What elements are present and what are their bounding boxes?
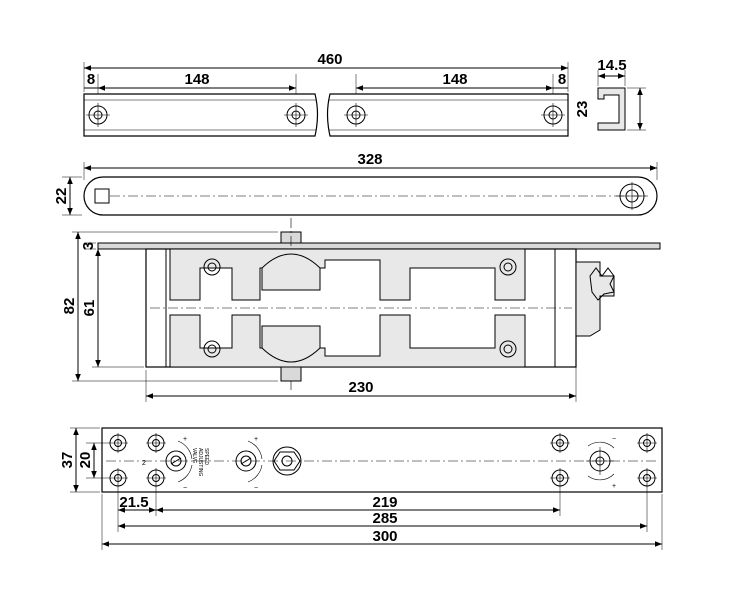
cover-height-label: 22 — [53, 188, 70, 205]
body-height-label: 61 — [81, 300, 98, 317]
minus-sign: − — [183, 485, 187, 492]
hole-span-label: 219 — [372, 494, 397, 511]
base-height-outer-label: 37 — [59, 452, 76, 469]
mount-hole-icon — [146, 468, 166, 488]
base-plate — [101, 427, 663, 493]
rail-profile-view: 14.5 23 — [574, 57, 646, 131]
inner-span-label: 285 — [372, 510, 397, 527]
rail-hole-icon — [86, 103, 110, 127]
lower-cylinder — [169, 314, 526, 368]
mount-hole-icon — [550, 468, 570, 488]
rail-hole-icon — [284, 103, 308, 127]
lower-cam — [261, 325, 321, 363]
valve-label: SPEED ADJUSTING VALVE — [191, 448, 209, 476]
mount-hole-icon — [550, 433, 570, 453]
spindle-bottom — [280, 366, 302, 382]
offset-label: 21.5 — [119, 494, 148, 511]
body-length-label: 230 — [348, 379, 373, 396]
svg-text:SPEED: SPEED — [203, 448, 209, 465]
dim-left-span-label: 148 — [184, 71, 209, 88]
overall-length-label: 300 — [372, 528, 397, 545]
rail-hole-icon — [344, 103, 368, 127]
dim-right-span-label: 148 — [442, 71, 467, 88]
valve-number: 2 — [142, 460, 146, 467]
body-screw-icon — [499, 340, 517, 358]
rail-hole-icon — [541, 103, 565, 127]
cover-length-label: 328 — [357, 151, 382, 168]
plus-sign: + — [183, 436, 187, 443]
plus-sign: + — [254, 436, 258, 443]
profile-height-label: 23 — [574, 101, 591, 118]
svg-text:ADJUSTING: ADJUSTING — [197, 448, 203, 476]
upper-cylinder — [169, 248, 526, 301]
upper-cam — [261, 253, 321, 291]
mount-hole-icon — [637, 433, 657, 453]
dim-overall-label: 460 — [317, 51, 342, 68]
plus-sign: + — [612, 483, 616, 490]
svg-text:VALVE: VALVE — [191, 448, 197, 464]
body-side-view: 3 82 61 230 — [61, 218, 661, 402]
overall-height-label: 82 — [61, 298, 78, 315]
base-height-inner-label: 20 — [77, 452, 94, 469]
mount-hole-icon — [146, 433, 166, 453]
minus-sign: − — [254, 485, 258, 492]
pivot-hole-icon — [616, 182, 648, 210]
square-hole-icon — [94, 188, 110, 204]
mount-hole-icon — [108, 433, 128, 453]
top-plate — [97, 242, 661, 250]
mount-hole-icon — [108, 468, 128, 488]
valve-assembly — [575, 261, 615, 337]
rail-right-segment — [326, 93, 569, 137]
top-rail-view: 460 8 148 148 8 — [83, 51, 569, 137]
cover-plate-view: 328 22 — [53, 151, 658, 216]
minus-sign: − — [612, 436, 616, 443]
plate-thickness-label: 3 — [80, 242, 97, 250]
mount-hole-icon — [637, 468, 657, 488]
body-screw-icon — [203, 258, 221, 276]
body-screw-icon — [203, 340, 221, 358]
profile-width-label: 14.5 — [597, 57, 626, 74]
dim-right-end-label: 8 — [558, 71, 566, 88]
profile-channel — [597, 87, 626, 131]
dim-left-end-label: 8 — [87, 71, 95, 88]
base-plate-view: + − 2 SPEED ADJUSTING VALVE + − — [59, 427, 663, 550]
body-screw-icon — [499, 258, 517, 276]
rail-left-segment — [83, 93, 319, 137]
